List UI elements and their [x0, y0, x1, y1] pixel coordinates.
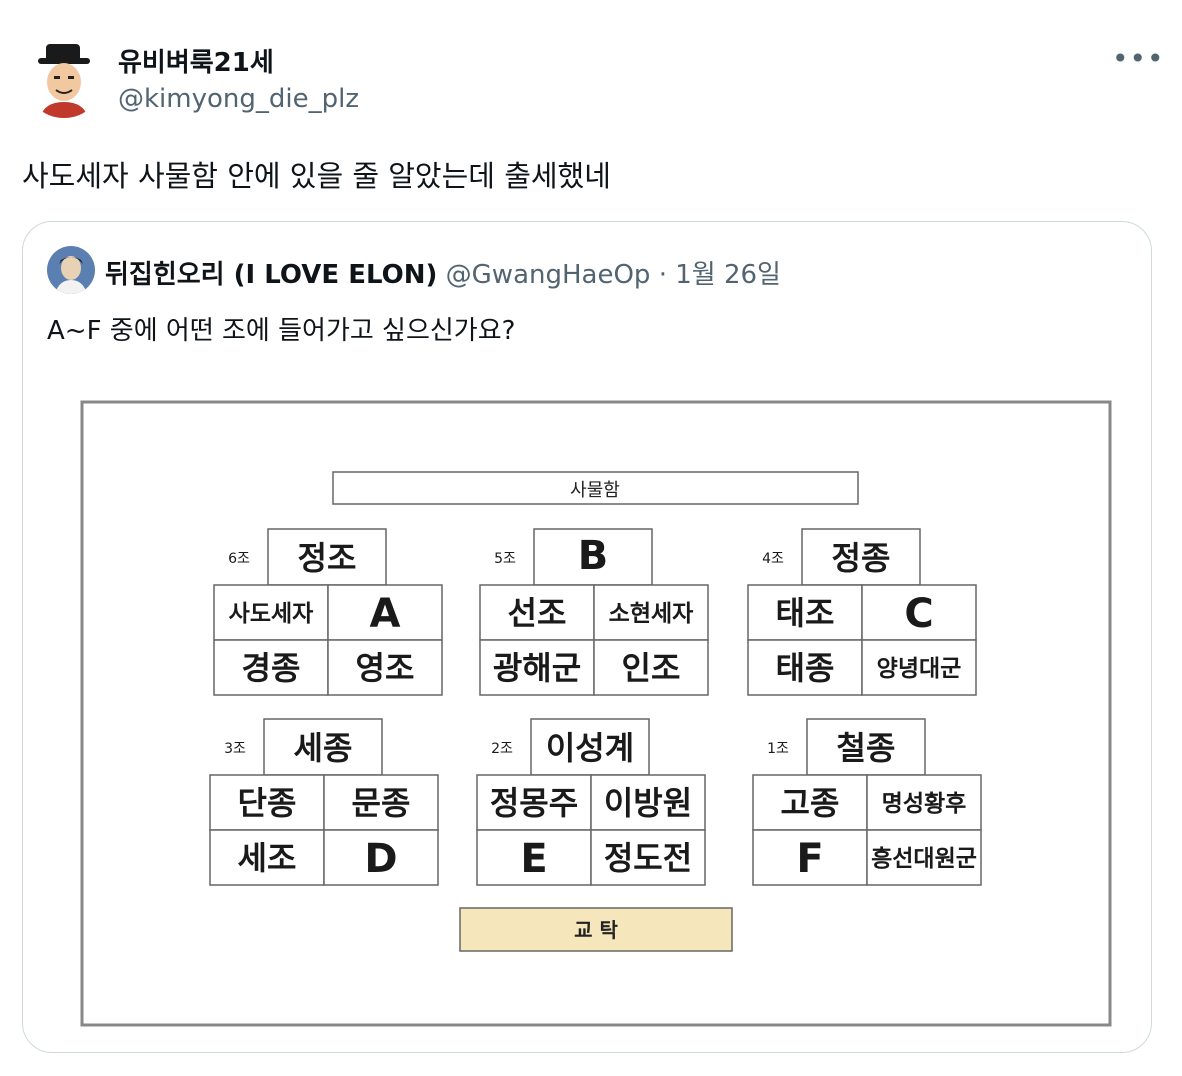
- member-seat: [747, 639, 863, 696]
- group-number-label: 5조: [494, 551, 516, 567]
- member-name: 인조: [622, 649, 681, 687]
- member-name: 선조: [508, 594, 567, 632]
- member-seat: [476, 829, 592, 886]
- member-seat: [866, 829, 982, 886]
- quoted-text: A~F 중에 어떤 조에 들어가고 싶으신가요?: [47, 316, 516, 346]
- member-name: 양녕대군: [877, 656, 962, 682]
- leader-name: 정조: [298, 539, 357, 577]
- member-seat: [327, 584, 443, 641]
- locker-label: 사물함: [570, 480, 620, 501]
- member-name: 세조: [238, 839, 297, 877]
- member-seat: [209, 829, 325, 886]
- leader-seat: [263, 718, 383, 776]
- member-name: 광해군: [493, 649, 581, 687]
- member-name: 흥선대원군: [871, 846, 977, 872]
- teacher-desk-label: 교 탁: [574, 918, 618, 942]
- author-handle[interactable]: @kimyong_die_plz: [118, 84, 359, 114]
- member-seat: [861, 639, 977, 696]
- leader-name: 철종: [837, 729, 896, 767]
- group-number-label: 1조: [767, 741, 789, 757]
- quoted-header: 뒤집힌오리 (I LOVE ELON) @GwangHaeOp · 1월 26일: [105, 254, 781, 291]
- member-seat: [476, 774, 592, 831]
- member-seat: [593, 639, 709, 696]
- author-display-name[interactable]: 유비벼룩21세: [118, 48, 274, 78]
- member-name: 영조: [356, 649, 415, 687]
- tweet-text: 사도세자 사물함 안에 있을 줄 알았는데 출세했네: [22, 159, 611, 193]
- leader-seat: [267, 528, 387, 586]
- group-number-label: 4조: [762, 551, 784, 567]
- group-number-label: 2조: [491, 741, 513, 757]
- member-name: 태조: [776, 594, 835, 632]
- member-seat: [213, 639, 329, 696]
- member-seat: [752, 774, 868, 831]
- locker-box: [332, 471, 859, 505]
- author-avatar[interactable]: [24, 38, 104, 118]
- member-seat: [327, 639, 443, 696]
- member-name: 문종: [352, 784, 411, 822]
- member-name: 정몽주: [490, 784, 578, 822]
- member-seat: [752, 829, 868, 886]
- leader-name: B: [578, 533, 609, 579]
- group-number-label: 6조: [228, 551, 250, 567]
- member-name: 고종: [781, 784, 840, 822]
- member-name: 사도세자: [229, 601, 314, 627]
- member-name: 정도전: [604, 839, 692, 877]
- leader-name: 정종: [832, 539, 891, 577]
- member-name: 이방원: [604, 784, 692, 822]
- quoted-display-name[interactable]: 뒤집힌오리 (I LOVE ELON): [105, 260, 438, 290]
- member-name: F: [796, 836, 823, 882]
- member-name: 단종: [238, 784, 297, 822]
- leader-seat: [533, 528, 653, 586]
- teacher-desk: [459, 907, 733, 952]
- member-name: C: [904, 591, 933, 637]
- member-name: A: [370, 591, 401, 637]
- member-seat: [866, 774, 982, 831]
- member-seat: [747, 584, 863, 641]
- member-seat: [590, 829, 706, 886]
- leader-name: 이성계: [546, 729, 634, 767]
- group-number-label: 3조: [224, 741, 246, 757]
- quoted-date[interactable]: 1월 26일: [675, 260, 781, 290]
- leader-name: 세종: [294, 729, 353, 767]
- member-seat: [323, 774, 439, 831]
- member-name: 태종: [776, 649, 835, 687]
- quoted-tweet[interactable]: 뒤집힌오리 (I LOVE ELON) @GwangHaeOp · 1월 26일…: [22, 221, 1152, 1053]
- member-name: D: [364, 836, 397, 882]
- member-name: 명성황후: [882, 791, 967, 817]
- leader-seat: [530, 718, 650, 776]
- member-seat: [590, 774, 706, 831]
- quoted-author-avatar[interactable]: [47, 246, 95, 294]
- member-name: 경종: [242, 649, 301, 687]
- member-name: E: [520, 836, 547, 882]
- member-name: 소현세자: [609, 601, 694, 627]
- separator-dot: ·: [658, 260, 667, 290]
- more-options-icon[interactable]: •••: [1112, 42, 1165, 75]
- member-seat: [323, 829, 439, 886]
- quoted-handle[interactable]: @GwangHaeOp: [445, 260, 651, 290]
